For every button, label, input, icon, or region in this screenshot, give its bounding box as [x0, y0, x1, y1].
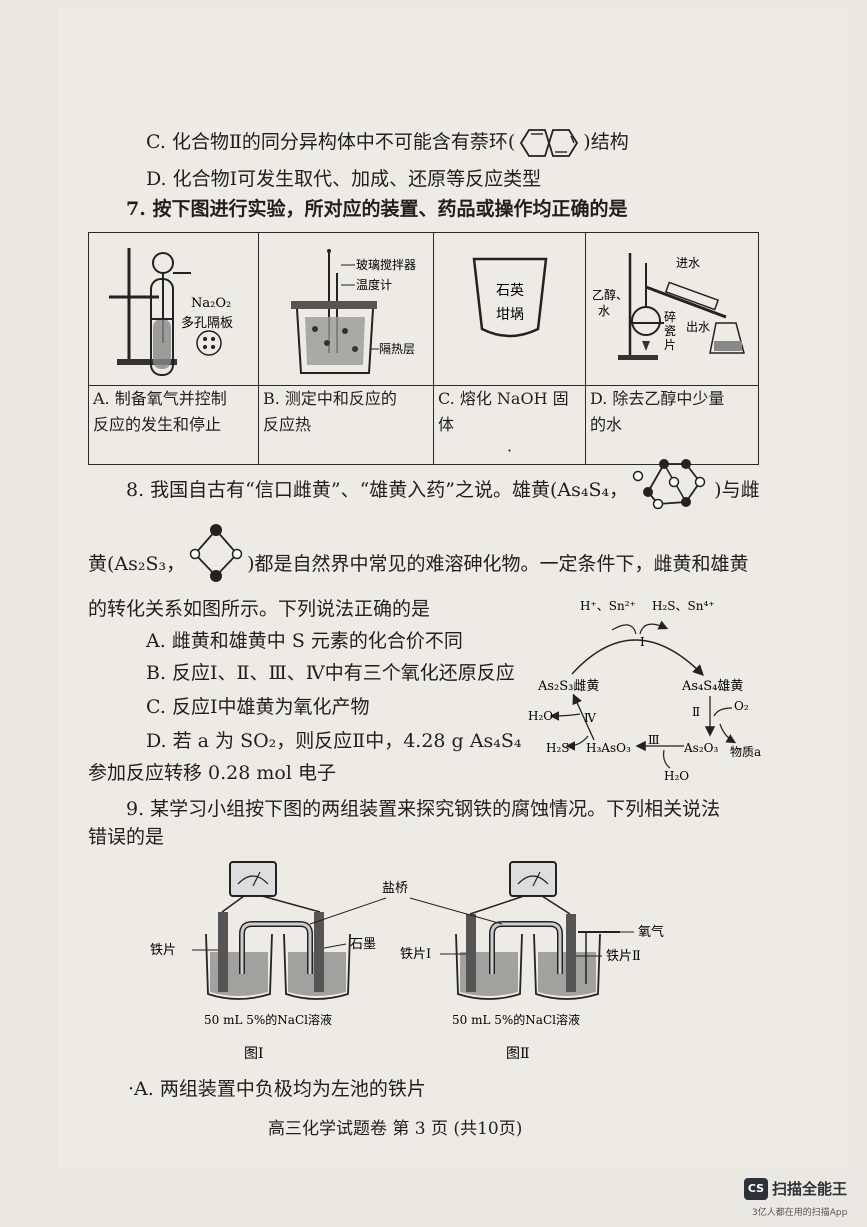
diagram-r3: Ⅲ [648, 733, 660, 747]
label-solution-right: 50 mL 5%的NaCl溶液 [452, 1012, 580, 1027]
diagram-as2o3: As₂O₃ [683, 741, 718, 755]
label-iron-left: 铁片 [150, 943, 176, 958]
q8-option-d: D. 若 a 为 SO₂，则反应Ⅱ中，4.28 g As₄S₄ [146, 730, 522, 752]
label-fig2: 图Ⅱ [506, 1046, 530, 1062]
fig-b-label-stirrer: 玻璃搅拌器 [356, 257, 416, 272]
diagram-r2: Ⅱ [692, 705, 700, 719]
q8-option-a: A. 雌黄和雄黄中 S 元素的化合价不同 [146, 630, 463, 652]
q7-apparatus-table: Na₂O₂ 多孔隔板 玻璃搅拌器 温度计 隔热层 [88, 232, 759, 465]
label-iron-2: 铁片Ⅱ [606, 949, 641, 964]
caption-b: B. 测定中和反应的反应热 [258, 385, 434, 465]
q8-line3: 的转化关系如图所示。下列说法正确的是 [88, 598, 431, 620]
diagram-top-in: H⁺、Sn²⁺ [580, 599, 636, 613]
q8-conversion-diagram: H⁺、Sn²⁺ H₂S、Sn⁴⁺ Ⅰ As₂S₃雌黄 As₄S₄雄黄 Ⅱ O₂ … [528, 599, 761, 782]
fig-d-label-outflow: 出水 [686, 320, 710, 334]
label-iron-1: 铁片Ⅰ [400, 947, 431, 962]
label-graphite: 石墨 [350, 937, 376, 952]
q9-option-a: ·A. 两组装置中负极均为左池的铁片 [128, 1078, 426, 1100]
fig-d-label-sui: 碎 [664, 309, 676, 324]
fig-d-label-inflow: 进水 [676, 256, 700, 270]
fig-a-apparatus: Na₂O₂ 多孔隔板 [109, 248, 233, 376]
fig-b-label-thermometer: 温度计 [356, 277, 392, 292]
caption-d: D. 除去乙醇中少量的水 [585, 385, 759, 465]
diagram-left-node: As₂S₃雌黄 [537, 678, 599, 694]
fig-d-label-water: 水 [598, 304, 610, 318]
camscanner-tagline: 3亿人都在用的扫描App [752, 1208, 848, 1218]
fig-d-label-ethanol: 乙醇、 [592, 287, 628, 302]
diagram-r1: Ⅰ [640, 635, 645, 649]
fig-d-label-pian: 片 [664, 338, 676, 352]
label-fig1: 图Ⅰ [244, 1046, 264, 1062]
fig-c-label-crucible: 坩埚 [496, 307, 524, 323]
fig-c-cell: 石英 坩埚 [433, 232, 586, 386]
q9-corrosion-apparatus: 盐桥 铁片 石墨 铁片Ⅰ 铁片Ⅱ 氧气 50 mL 5%的NaCl溶液 50 m… [150, 861, 664, 1062]
q8-line2: 黄(As₂S₃， )都是自然界中常见的难溶砷化物。一定条件下，雌黄和雄黄 [88, 524, 749, 586]
q8-option-d-continued: 参加反应转移 0.28 mol 电子 [88, 762, 336, 784]
q8-option-c: C. 反应Ⅰ中雄黄为氧化产物 [146, 696, 370, 718]
q6-option-c: C. 化合物Ⅱ的同分异构体中不可能含有萘环( )结构 [146, 126, 629, 160]
orpiment-structure-icon [189, 524, 243, 582]
fig-c-label-quartz: 石英 [496, 282, 524, 299]
diagram-r4: Ⅳ [584, 711, 597, 725]
fig-d-label-ci: 瓷 [664, 324, 676, 338]
caption-a: A. 制备氧气并控制反应的发生和停止 [88, 385, 259, 465]
label-solution-left: 50 mL 5%的NaCl溶液 [204, 1012, 332, 1027]
fig-c-crucible: 石英 坩埚 [472, 257, 548, 338]
fig-a-label-partition: 多孔隔板 [181, 315, 233, 331]
diagram-substance-a: 物质a [730, 745, 761, 759]
fig-d-cell: 进水 乙醇、 水 碎 瓷 片 出水 [585, 232, 759, 386]
diagram-h3aso3: H₃AsO₃ [586, 741, 631, 755]
fig-b-apparatus: 玻璃搅拌器 温度计 隔热层 [291, 249, 416, 374]
diagram-right-node: As₄S₄雄黄 [681, 679, 743, 694]
q8-option-b: B. 反应Ⅰ、Ⅱ、Ⅲ、Ⅳ中有三个氧化还原反应 [146, 662, 515, 684]
diagram-top-out: H₂S、Sn⁴⁺ [652, 599, 715, 613]
caption-c: C. 熔化 NaOH 固体· [433, 385, 586, 465]
diagram-o2: O₂ [734, 699, 749, 713]
exam-page [58, 8, 848, 1168]
diagram-h2s: H₂S [546, 741, 570, 755]
label-salt-bridge: 盐桥 [382, 881, 408, 896]
q8-line1: 8. 我国自古有“信口雌黄”、“雄黄入药”之说。雄黄(As₄S₄， )与雌 [126, 459, 760, 512]
realgar-structure-icon [632, 459, 706, 510]
fig-b-label-insulation: 隔热层 [379, 342, 415, 356]
page-footer: 高三化学试题卷 第 3 页 (共10页) [268, 1119, 523, 1139]
naphthalene-icon [520, 129, 579, 157]
fig-d-distillation: 进水 乙醇、 水 碎 瓷 片 出水 [592, 253, 745, 360]
camscanner-name: 扫描全能王 [772, 1180, 848, 1198]
q6-option-d: D. 化合物Ⅰ可发生取代、加成、还原等反应类型 [146, 168, 542, 190]
fig-a-cell: Na₂O₂ 多孔隔板 [88, 232, 259, 386]
diagram-h2o-bottom: H₂O [664, 769, 689, 782]
diagram-h2o-left: H₂O [528, 709, 553, 723]
q9-line1: 9. 某学习小组按下图的两组装置来探究钢铁的腐蚀情况。下列相关说法 [126, 798, 721, 820]
fig-b-cell: 玻璃搅拌器 温度计 隔热层 [258, 232, 434, 386]
camscanner-logo-icon: CS [744, 1178, 768, 1200]
q9-line2: 错误的是 [88, 826, 165, 848]
q7-stem: 7. 按下图进行实验，所对应的装置、药品或操作均正确的是 [126, 198, 628, 220]
label-oxygen: 氧气 [638, 924, 664, 940]
fig-a-label-na2o2: Na₂O₂ [191, 296, 231, 311]
